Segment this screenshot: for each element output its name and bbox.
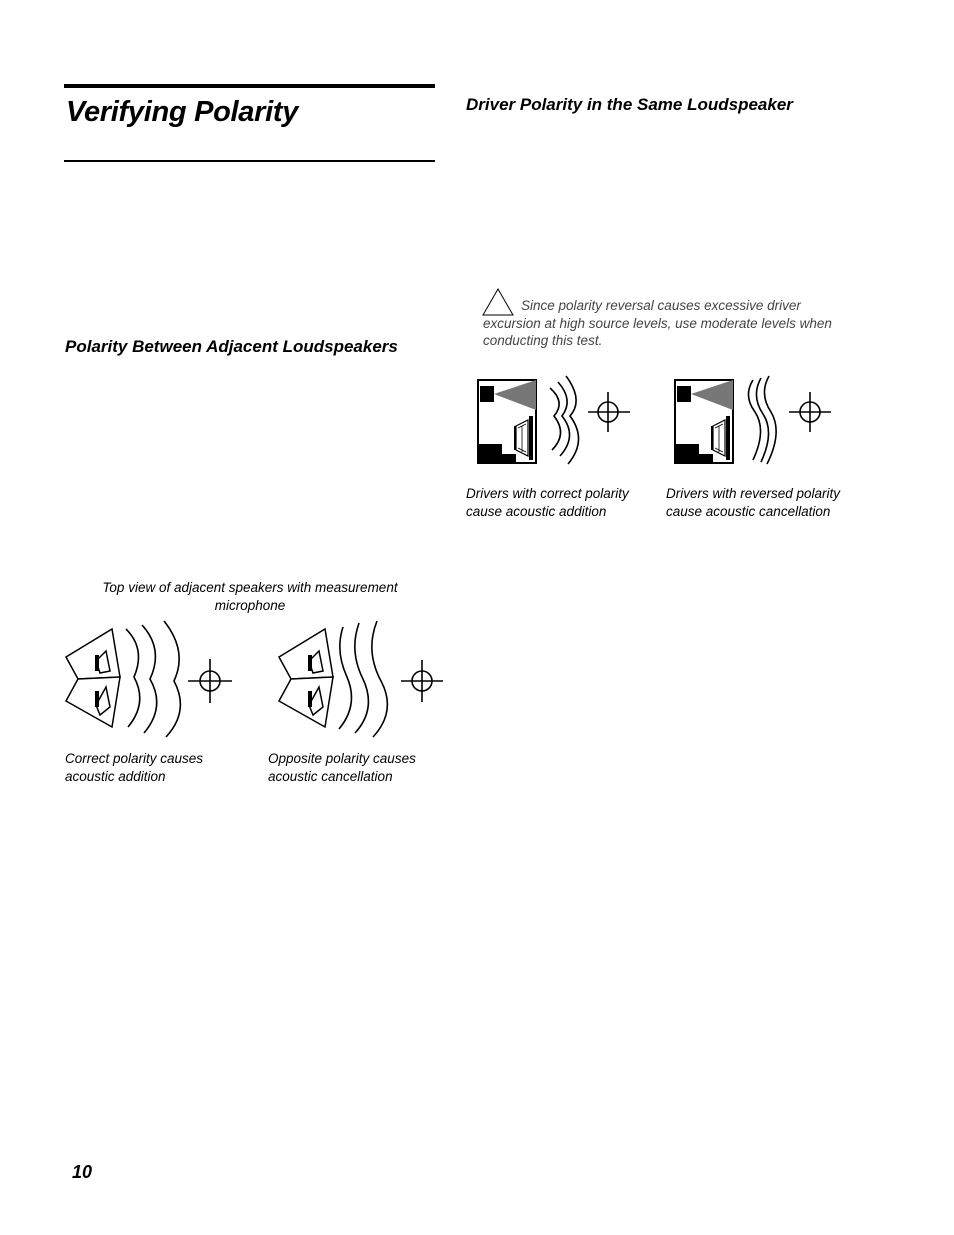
warning-triangle-icon (482, 287, 514, 316)
section-heading-adjacent-loudspeakers: Polarity Between Adjacent Loudspeakers (65, 337, 398, 356)
crosshair-microphone-icon (188, 659, 232, 703)
page-number: 10 (72, 1162, 93, 1182)
caption-same-reversed-polarity: Drivers with reversed polarity cause aco… (666, 486, 841, 519)
sound-waves-out-of-phase (338, 620, 389, 738)
speaker-pair-top-view (277, 627, 334, 729)
loudspeaker-cabinet-front (674, 379, 734, 464)
crosshair-microphone-icon (588, 392, 630, 432)
title-rule-bottom (64, 160, 435, 162)
crosshair-microphone-icon (789, 392, 831, 432)
section-heading-same-loudspeaker: Driver Polarity in the Same Loudspeaker (466, 95, 793, 114)
crosshair-microphone-icon (401, 660, 443, 702)
adjacent-speakers-correct-figure (64, 620, 232, 738)
page-title: Verifying Polarity (66, 96, 299, 128)
sound-waves-out-of-phase (747, 375, 777, 465)
caption-same-correct-polarity: Drivers with correct polarity cause acou… (466, 486, 629, 519)
adjacent-speakers-opposite-figure (277, 620, 443, 738)
loudspeaker-cabinet-front (477, 379, 537, 464)
sound-waves-in-phase (125, 620, 182, 738)
caption-adjacent-correct-polarity: Correct polarity causes acoustic additio… (65, 751, 204, 784)
title-rule-top (64, 84, 435, 88)
adjacent-figure-caption: Top view of adjacent speakers with measu… (102, 580, 398, 613)
caution-note-text: Since polarity reversal causes excessive… (483, 298, 832, 348)
caution-note: Since polarity reversal causes excessive… (483, 297, 833, 350)
caption-adjacent-opposite-polarity: Opposite polarity causes acoustic cancel… (268, 751, 416, 784)
sound-waves-in-phase (549, 375, 580, 465)
same-speaker-correct-figure (477, 375, 630, 465)
same-speaker-reversed-figure (674, 375, 831, 465)
speaker-pair-top-view (64, 627, 121, 729)
